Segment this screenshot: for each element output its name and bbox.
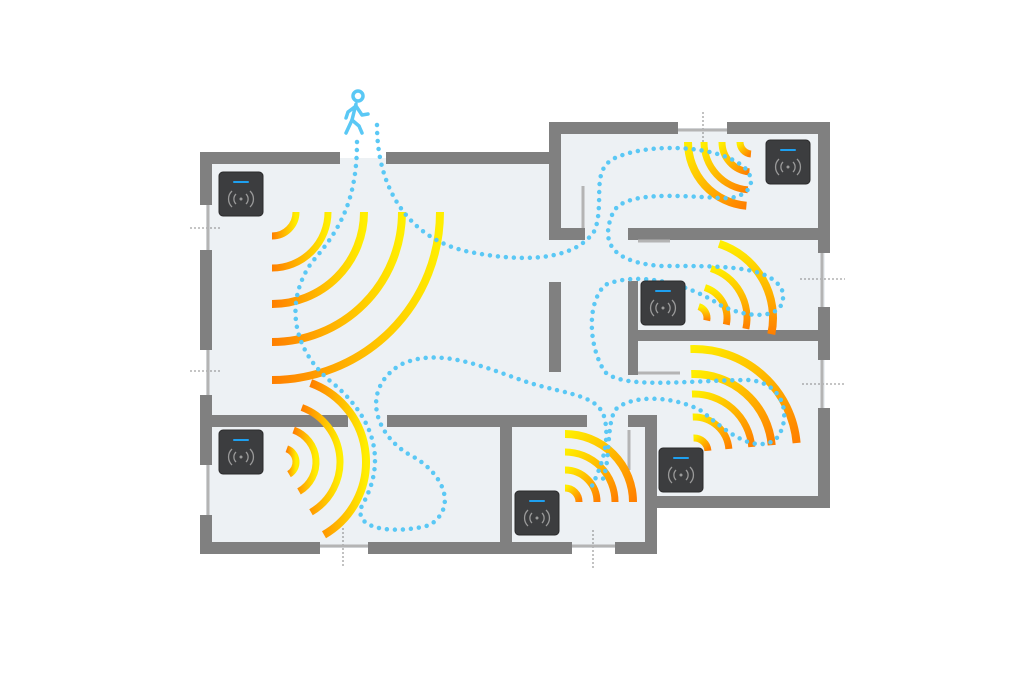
signal-arc bbox=[697, 303, 711, 322]
signal-arc bbox=[564, 448, 619, 503]
signal-arc bbox=[564, 484, 583, 503]
signal-arc bbox=[292, 426, 320, 495]
signal-arc bbox=[691, 390, 756, 448]
walking-path bbox=[293, 122, 787, 532]
signal-arc bbox=[691, 370, 776, 446]
path-right bbox=[374, 122, 787, 488]
wireless-access-point-icon bbox=[658, 447, 704, 493]
signal-arc bbox=[271, 211, 406, 346]
signal-arc bbox=[709, 265, 751, 330]
signal-arc bbox=[690, 345, 801, 444]
signal-arc bbox=[718, 141, 750, 176]
walking-person-icon bbox=[344, 89, 370, 135]
walls bbox=[200, 122, 830, 554]
signal-arc bbox=[717, 240, 777, 336]
signal-arc bbox=[684, 141, 747, 210]
signal-arc bbox=[285, 445, 300, 478]
signal-arc bbox=[736, 141, 752, 158]
wireless-access-point-icon bbox=[218, 429, 264, 475]
signal-arc bbox=[703, 284, 731, 326]
signal-arc bbox=[693, 434, 712, 452]
wireless-access-point-icon bbox=[765, 139, 811, 185]
signal-arc bbox=[271, 211, 332, 272]
signal-arc bbox=[309, 379, 370, 539]
signal-arc bbox=[564, 430, 637, 503]
devices bbox=[218, 139, 811, 536]
signal-arc bbox=[700, 141, 749, 194]
signal-arc bbox=[564, 466, 601, 503]
wireless-access-point-icon bbox=[640, 280, 686, 326]
signal-arc bbox=[271, 211, 300, 240]
wireless-access-point-icon bbox=[218, 171, 264, 217]
signal-arc bbox=[271, 211, 368, 308]
signal-arc bbox=[271, 211, 444, 384]
door-lines bbox=[206, 128, 824, 548]
signal-arc bbox=[300, 404, 344, 516]
path-left bbox=[293, 139, 609, 532]
wireless-access-point-icon bbox=[514, 490, 560, 536]
